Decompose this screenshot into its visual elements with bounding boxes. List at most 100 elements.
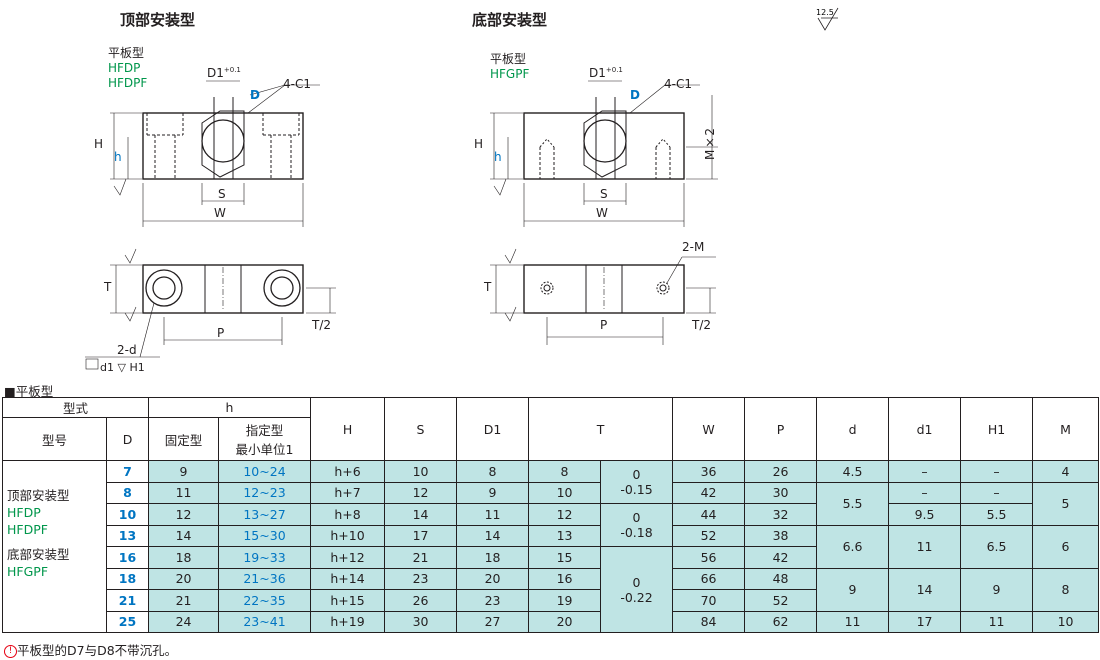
left-dim-T2: T/2 [312,318,332,332]
left-dim-S: S [218,187,226,201]
row-H1: 6.5 [960,524,1034,569]
left-dim-P: P [217,326,225,340]
row-W: 42 [672,481,746,504]
row-h-fixed: 21 [148,589,220,612]
row-W: 84 [672,610,746,633]
right-dim-S: S [600,187,608,201]
th-H1: H1 [960,397,1034,461]
th-h: h [148,397,312,418]
row-D1: 27 [456,610,530,633]
row-d1: 11 [888,524,962,569]
row-D1: 14 [456,524,530,547]
row-d1: 14 [888,567,962,612]
row-M: 8 [1032,567,1100,612]
row-M: 10 [1032,610,1100,633]
spec-table: 型式 h H S D1 T W P d d1 H1 M 型号 D 固定型 指定型… [1,397,1100,633]
row-h-fixed: 12 [148,503,220,526]
row-M: 4 [1032,460,1100,483]
row-S: 26 [384,589,458,612]
row-h-fixed: 20 [148,567,220,590]
row-H1: 5.5 [960,503,1034,526]
row-h-spec: 21~36 [218,567,312,590]
th-model-type: 型式 [1,397,150,418]
row-W: 56 [672,546,746,569]
row-D: 13 [105,524,150,547]
row-h-spec: 12~23 [218,481,312,504]
right-dim-W: W [596,206,608,220]
row-T-tol: 0-0.18 [600,503,674,547]
row-d: 9 [816,567,890,612]
row-T: 19 [528,589,602,612]
row-H1: 9 [960,567,1034,612]
row-H: h+19 [310,610,386,633]
right-type-label: 平板型 [490,52,527,66]
row-H: h+8 [310,503,386,526]
row-h-fixed: 14 [148,524,220,547]
left-dim-H: H [94,137,104,151]
row-H: h+7 [310,481,386,504]
right-dim-Mx2: M×2 [703,128,717,160]
right-dim-P: P [600,318,608,332]
row-D1: 9 [456,481,530,504]
row-W: 52 [672,524,746,547]
row-W: 44 [672,503,746,526]
th-S: S [384,397,458,461]
left-dim-counterbore: 2-d [117,343,137,357]
left-technical-drawing [85,80,336,370]
row-d: 4.5 [816,460,890,483]
left-code-1: HFDP [108,61,141,75]
row-D1: 18 [456,546,530,569]
right-dim-H: H [474,137,484,151]
footnote: !平板型的D7与D8不带沉孔。 [4,640,177,659]
row-P: 62 [744,610,818,633]
row-d: 5.5 [816,481,890,526]
right-dim-T2: T/2 [692,318,712,332]
th-D1: D1 [456,397,530,461]
row-D: 18 [105,567,150,590]
row-h-fixed: 9 [148,460,220,483]
row-h-fixed: 11 [148,481,220,504]
row-T: 13 [528,524,602,547]
th-specified: 指定型最小单位1 [218,417,312,461]
row-T: 16 [528,567,602,590]
row-P: 32 [744,503,818,526]
row-D: 10 [105,503,150,526]
top-mount-title: 顶部安装型 [120,11,196,29]
row-D1: 23 [456,589,530,612]
right-dim-d: D [630,88,640,102]
row-h-spec: 19~33 [218,546,312,569]
row-T: 15 [528,546,602,569]
types-cell: 顶部安装型 HFDP HFDPF 底部安装型 HFGPF [2,460,107,633]
right-code-1: HFGPF [490,67,530,81]
row-H: h+12 [310,546,386,569]
right-dim-T: T [484,280,492,294]
row-H1: 11 [960,610,1034,633]
row-H: h+6 [310,460,386,483]
row-W: 66 [672,567,746,590]
row-T: 12 [528,503,602,526]
row-D: 16 [105,546,150,569]
row-H: h+15 [310,589,386,612]
row-h-spec: 23~41 [218,610,312,633]
row-h-spec: 15~30 [218,524,312,547]
row-M: 6 [1032,524,1100,569]
row-d1: – [888,460,962,483]
th-D: D [105,417,150,461]
row-T-tol: 0-0.15 [600,460,674,504]
row-T-tol: 0-0.22 [600,546,674,633]
left-code-2: HFDPF [108,76,148,90]
svg-text:12.5: 12.5 [816,8,834,17]
row-S: 30 [384,610,458,633]
row-d: 6.6 [816,524,890,569]
right-dim-taps: 2-M [682,240,705,254]
right-dim-h: h [494,150,502,164]
row-D: 8 [105,481,150,504]
row-H1: – [960,460,1034,483]
th-W: W [672,397,746,461]
roughness-symbol: 12.5 [816,7,839,31]
th-d: d [816,397,890,461]
row-T: 8 [528,460,602,483]
th-M: M [1032,397,1100,461]
left-type-label: 平板型 [108,46,145,60]
row-h-fixed: 18 [148,546,220,569]
